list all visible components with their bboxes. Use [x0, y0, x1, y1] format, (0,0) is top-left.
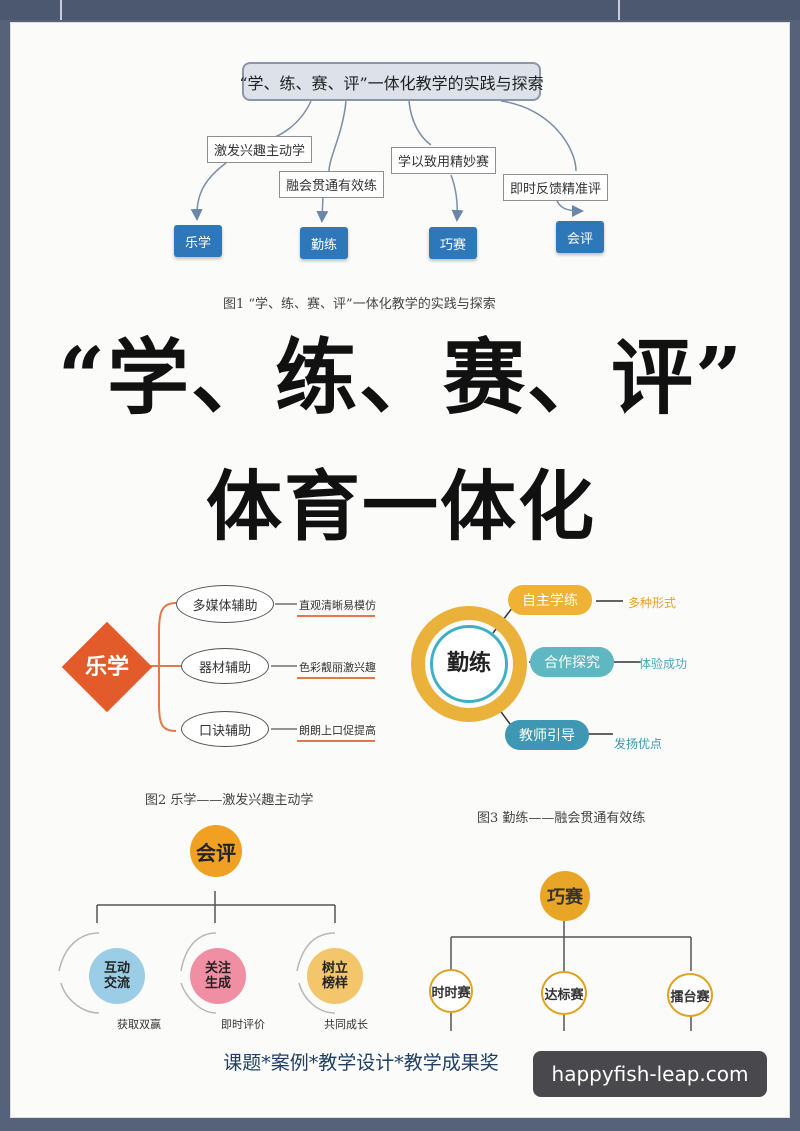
fig3-item-note: 发扬优点	[614, 737, 663, 751]
fig4-item-label: 关注生成	[204, 961, 231, 991]
fig2-item-oval: 口诀辅助	[181, 711, 269, 747]
fig3-caption: 图3 勤练——融会贯通有效练	[477, 811, 646, 826]
fig5-item-circle: 擂台赛	[667, 973, 713, 1017]
top-bar-divider	[618, 0, 620, 20]
fig1-node-lexue: 乐学	[174, 225, 222, 257]
fig2-note-underline	[297, 677, 375, 679]
fig4-item-circle: 关注生成	[190, 948, 246, 1004]
fig3-item-note: 多种形式	[628, 596, 677, 610]
fig5-center-node: 巧赛	[540, 871, 590, 921]
fig5-item-circle: 时时赛	[429, 969, 473, 1013]
fig4-item-note: 即时评价	[221, 1018, 265, 1031]
fig4-item-circle: 树立榜样	[307, 948, 363, 1004]
fig1-branch-label: 融会贯通有效练	[279, 171, 385, 198]
top-bar	[0, 0, 800, 20]
fig1-node-qiaosai: 巧赛	[429, 227, 477, 259]
fig5-item-circle: 达标赛	[541, 971, 587, 1015]
fig3-item-note: 体验成功	[639, 657, 688, 671]
fig2-item-oval: 多媒体辅助	[176, 585, 274, 623]
main-title: “学、练、赛、评”	[57, 330, 745, 426]
fig2-caption: 图2 乐学——激发兴趣主动学	[145, 793, 314, 808]
fig3-item-pill: 教师引导	[505, 720, 589, 750]
fig2-note-underline	[297, 615, 375, 617]
fig2-item-oval: 器材辅助	[181, 648, 269, 684]
fig2-note-underline	[297, 740, 375, 742]
fig3-center-label: 勤练	[446, 650, 491, 676]
fig1-caption: 图1 “学、练、赛、评”一体化教学的实践与探索	[223, 297, 496, 312]
fig4-item-label: 树立榜样	[321, 961, 348, 991]
fig4-item-label: 互动交流	[103, 961, 130, 991]
fig2-item-note: 朗朗上口促提高	[299, 724, 376, 737]
fig2-note-connectors	[271, 603, 297, 730]
fig4-center-label: 会评	[196, 840, 236, 865]
footer-text: 课题*案例*教学设计*教学成果奖	[223, 1052, 499, 1074]
fig4-connectors	[58, 891, 336, 1014]
fig1-root-node: “学、练、赛、评”一体化教学的实践与探索	[239, 62, 544, 101]
fig4-item-note: 共同成长	[324, 1018, 368, 1031]
fig2-center-label: 乐学	[84, 654, 129, 680]
fig1-branch-label: 激发兴趣主动学	[207, 136, 313, 163]
fig3-item-pill: 自主学练	[508, 585, 592, 615]
fig2-item-note: 直观清晰易模仿	[299, 599, 376, 612]
fig1-node-qinlian: 勤练	[300, 227, 348, 259]
fig5-center-label: 巧赛	[547, 887, 583, 908]
fig4-center-node: 会评	[190, 825, 242, 877]
fig2-item-note: 色彩靓丽激兴趣	[299, 661, 376, 674]
fig3-center-circle	[430, 625, 508, 703]
fig4-item-note: 获取双赢	[117, 1018, 161, 1031]
fig1-node-huiping: 会评	[556, 221, 604, 253]
poster-page: “学、练、赛、评”一体化教学的实践与探索 激发兴趣主动学 融会贯通有效练 学以致…	[10, 22, 790, 1118]
watermark-badge: happyfish-leap.com	[533, 1051, 767, 1097]
bottom-bar	[0, 1120, 800, 1131]
fig3-item-pill: 合作探究	[530, 647, 614, 677]
top-bar-divider	[60, 0, 62, 20]
fig4-item-circle: 互动交流	[89, 948, 145, 1004]
main-subtitle: 体育一体化	[206, 462, 596, 551]
fig1-branch-label: 即时反馈精准评	[503, 174, 609, 201]
fig1-branch-label: 学以致用精妙赛	[391, 147, 497, 174]
fig5-connectors	[450, 921, 692, 1031]
